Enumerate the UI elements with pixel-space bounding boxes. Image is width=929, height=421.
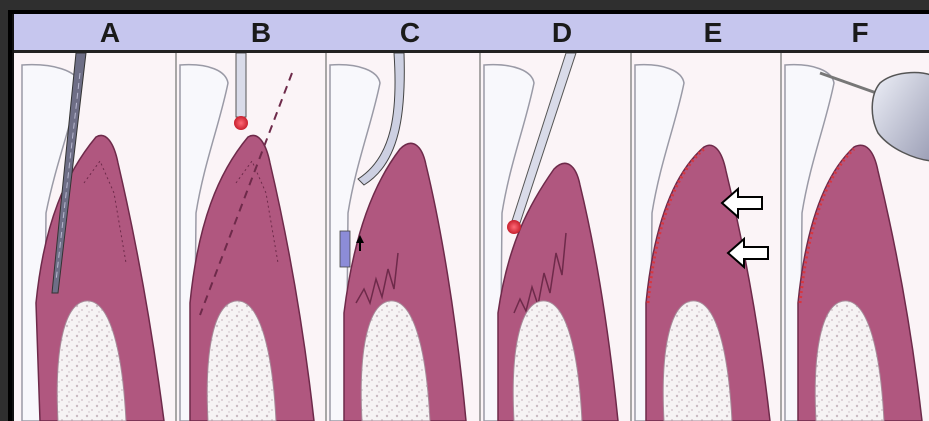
panel-c-drawing [330,53,466,421]
panel-label-a: A [90,17,130,49]
panel-label-e: E [693,17,733,49]
panel-f-drawing [785,65,929,421]
panel-a-drawing [22,53,164,421]
figure-frame: A B C D E F [8,10,929,421]
illustration [14,53,929,421]
panel-b-drawing [180,53,314,421]
panel-label-c: C [390,17,430,49]
panel-d-drawing [484,53,618,421]
panel-e-drawing [635,65,770,421]
figure-canvas: A B C D E F [12,14,929,421]
panel-label-f: F [840,17,880,49]
label-header-band: A B C D E F [14,14,929,53]
panel-label-b: B [241,17,281,49]
panel-label-d: D [542,17,582,49]
handpiece-icon [872,73,929,161]
